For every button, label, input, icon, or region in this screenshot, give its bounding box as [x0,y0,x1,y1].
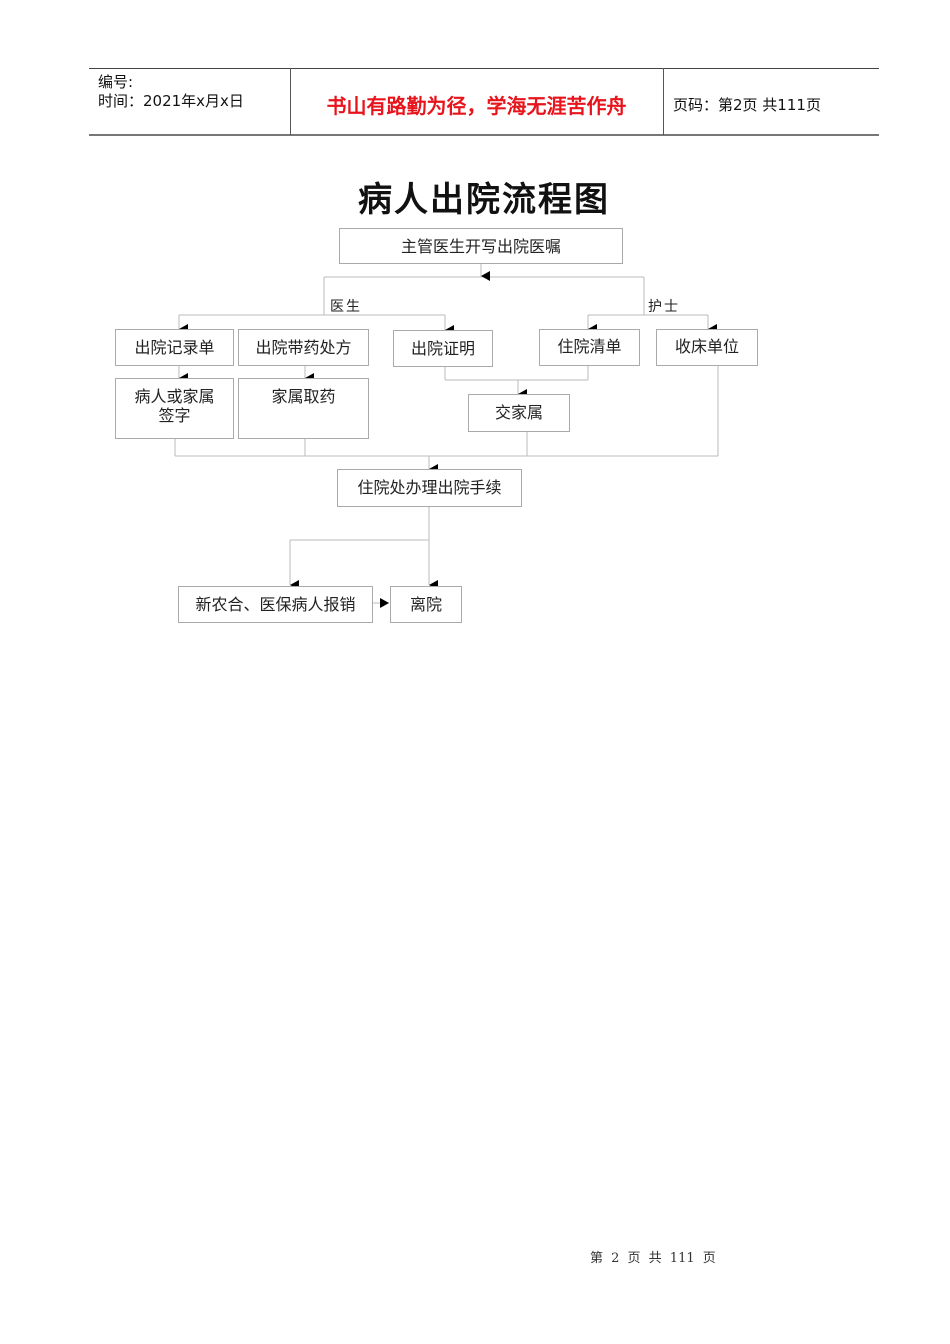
box-label: 收床单位 [674,337,739,356]
branch-label-doctor: 医生 [330,299,362,315]
box-discharge-procedures: 住院处办理出院手续 [337,469,522,507]
box-label: 住院清单 [557,337,622,356]
header-divider-right [663,68,664,135]
box-label: 出院带药处方 [255,338,352,357]
header-divider-left [290,68,291,135]
box-label: 家属取药 [271,387,336,406]
box-label: 出院记录单 [134,338,215,357]
box-patient-family-sign: 病人或家属 签字 [115,378,234,439]
box-family-pickup-medicine: 家属取药 [238,378,369,439]
page-title: 病人出院流程图 [358,180,610,220]
box-label: 主管医生开写出院医嘱 [400,237,561,256]
box-discharge-record: 出院记录单 [115,329,234,366]
box-insurance-reimbursement: 新农合、医保病人报销 [178,586,373,623]
box-start-discharge-order: 主管医生开写出院医嘱 [339,228,623,264]
footer-page-number: 第 2 页 共 111 页 [590,1251,716,1266]
date-label: 时间：2021年x月x日 [98,92,244,110]
box-hand-to-family: 交家属 [468,394,570,432]
box-label: 新农合、医保病人报销 [195,595,356,614]
motto-text: 书山有路勤为径，学海无涯苦作舟 [326,94,627,118]
box-label: 住院处办理出院手续 [357,478,502,497]
box-discharge-certificate: 出院证明 [393,330,493,367]
page-info: 页码：第2页 共111页 [673,96,821,114]
header-top-rule [89,68,879,69]
box-leave-hospital: 离院 [390,586,462,623]
box-label: 交家属 [494,403,543,422]
box-inpatient-bill: 住院清单 [539,329,640,366]
box-label: 出院证明 [410,339,475,358]
box-label-line1: 病人或家属 [134,387,215,406]
box-discharge-prescription: 出院带药处方 [238,329,369,366]
serial-number-label: 编号: [98,73,134,91]
box-bed-collection: 收床单位 [656,329,758,366]
header-bottom-rule [89,134,879,136]
box-label: 离院 [409,595,442,614]
branch-label-nurse: 护士 [648,299,680,315]
box-label-line2: 签字 [158,406,191,425]
